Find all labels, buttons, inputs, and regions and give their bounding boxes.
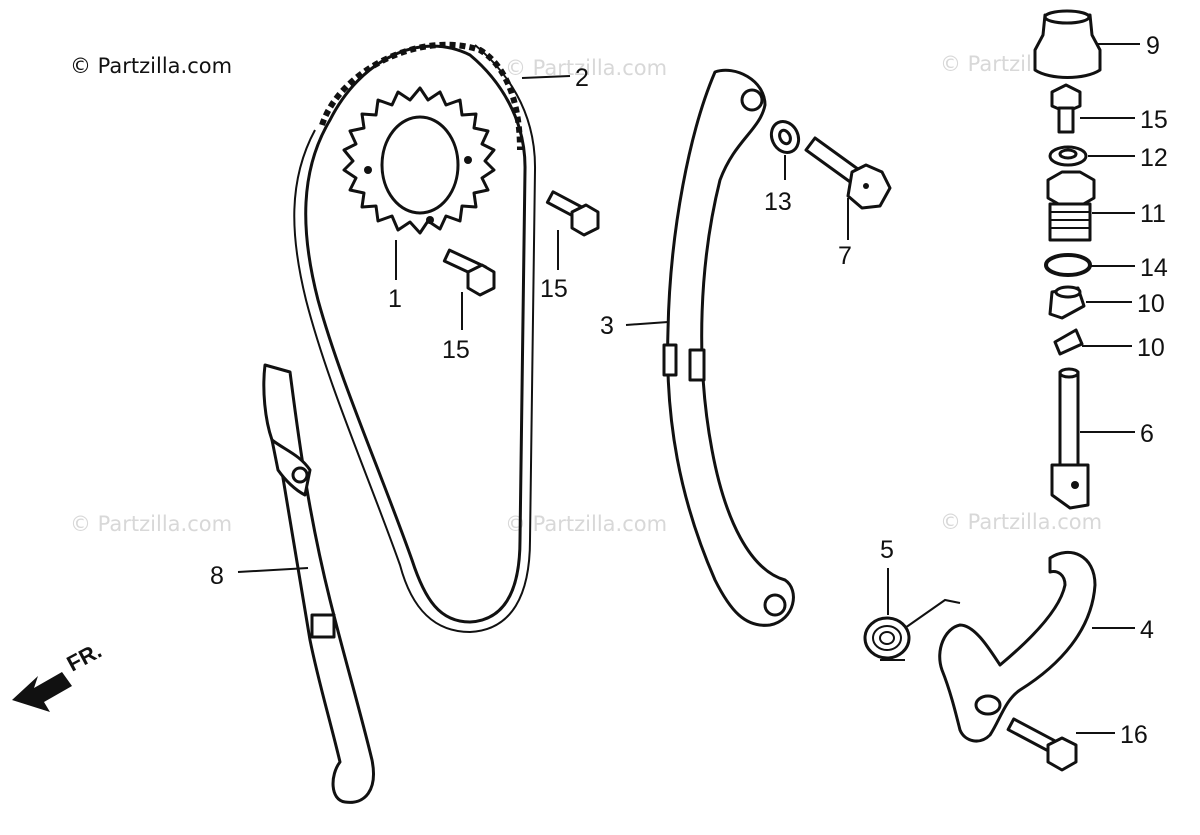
tensioner-holder-11 bbox=[1046, 170, 1096, 242]
leader-lines bbox=[237, 43, 1140, 734]
watermark-mid-center: © Partzilla.com bbox=[505, 512, 668, 536]
callout-10-upper: 10 bbox=[1137, 290, 1165, 318]
callouts: 1 2 3 4 5 6 7 8 9 10 10 11 12 13 14 15 1… bbox=[210, 32, 1168, 749]
callout-4: 4 bbox=[1140, 616, 1154, 644]
cam-sprocket bbox=[342, 86, 496, 235]
chain-guide bbox=[262, 363, 375, 804]
callout-16: 16 bbox=[1120, 721, 1148, 749]
o-ring-14 bbox=[1044, 253, 1092, 277]
cam-chain bbox=[293, 41, 537, 634]
bolt-16 bbox=[1006, 717, 1078, 772]
washer-12 bbox=[1048, 145, 1088, 167]
callout-9: 9 bbox=[1146, 32, 1160, 60]
callout-13: 13 bbox=[764, 188, 792, 216]
bolt-15-left bbox=[442, 248, 496, 297]
callout-5: 5 bbox=[880, 536, 894, 564]
callout-8: 8 bbox=[210, 562, 224, 590]
callout-2: 2 bbox=[575, 64, 589, 92]
callout-11: 11 bbox=[1140, 200, 1166, 228]
washer-13 bbox=[769, 119, 801, 155]
bolt-15-right bbox=[1050, 83, 1082, 134]
tensioner-cam-10-lower bbox=[1053, 328, 1084, 356]
callout-1: 1 bbox=[388, 285, 402, 313]
callout-15-right: 15 bbox=[1140, 106, 1168, 134]
watermark-mid-right: © Partzilla.com bbox=[940, 510, 1103, 534]
front-direction-arrow-icon bbox=[12, 672, 72, 712]
pivot-bolt-7 bbox=[804, 136, 892, 210]
copyright-text: © Partzilla.com bbox=[70, 54, 233, 78]
sealing-cap-9 bbox=[1033, 9, 1102, 79]
callout-7: 7 bbox=[838, 242, 852, 270]
tensioner-rod-6 bbox=[1050, 367, 1090, 510]
watermark-mid-left: © Partzilla.com bbox=[70, 512, 233, 536]
watermark-top-center: © Partzilla.com bbox=[505, 56, 668, 80]
tensioner-spring-5 bbox=[863, 598, 961, 661]
callout-3: 3 bbox=[600, 312, 614, 340]
callout-15-middle: 15 bbox=[540, 275, 568, 303]
callout-6: 6 bbox=[1140, 420, 1154, 448]
bolt-15-middle bbox=[545, 190, 600, 237]
callout-15-left: 15 bbox=[442, 336, 470, 364]
front-direction-label: FR. bbox=[63, 638, 106, 677]
callout-14: 14 bbox=[1140, 254, 1168, 282]
tensioner-arm-4 bbox=[938, 551, 1097, 743]
tensioner-cam-10-upper bbox=[1048, 285, 1086, 320]
callout-10-lower: 10 bbox=[1137, 334, 1165, 362]
chain-tensioner-slipper bbox=[662, 68, 795, 627]
callout-12: 12 bbox=[1140, 144, 1168, 172]
